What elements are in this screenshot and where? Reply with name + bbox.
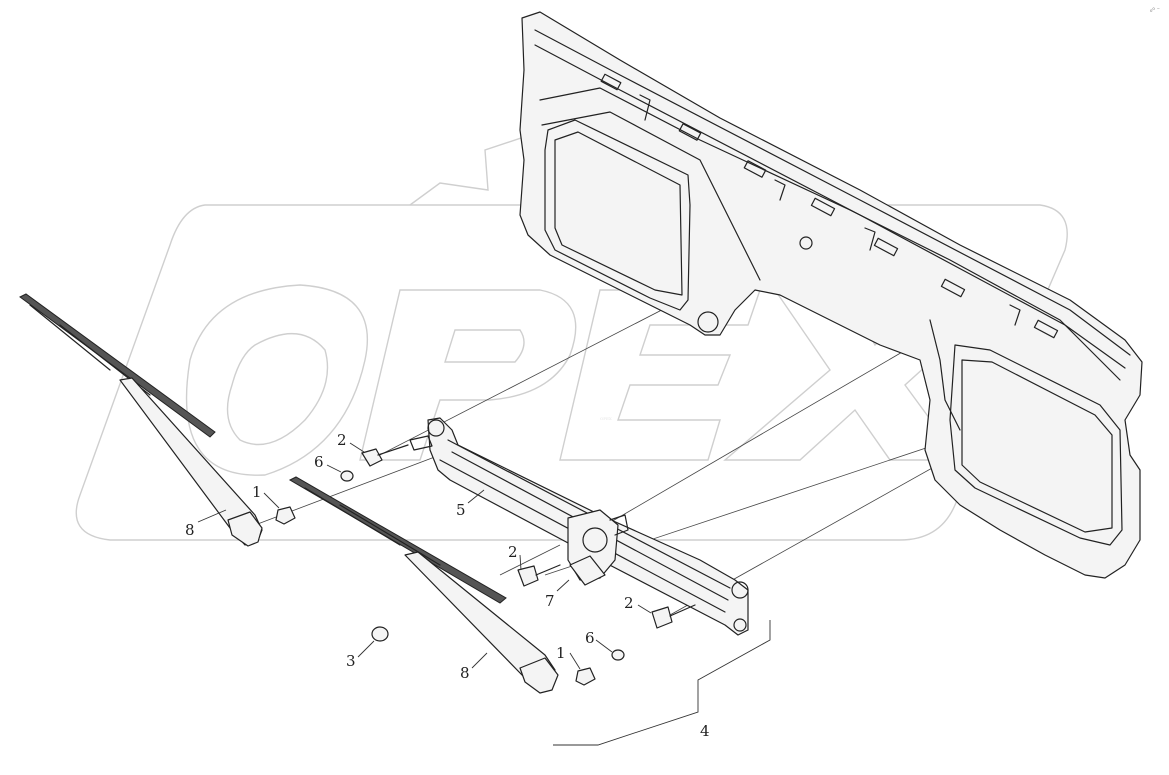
bolt-2-lower <box>651 604 696 629</box>
wiper-arm-left <box>119 377 263 547</box>
callout-2-upper: 2 <box>337 431 347 449</box>
cap-3 <box>371 626 389 642</box>
callout-8-upper: 8 <box>185 521 195 539</box>
callout-4: 4 <box>700 722 710 740</box>
callout-8-lower: 8 <box>460 664 470 682</box>
opex-watermark-logo: OPEX <box>75 134 1068 541</box>
callout-7: 7 <box>545 592 555 610</box>
bolt-2-upper <box>361 444 409 467</box>
callout-5: 5 <box>456 501 466 519</box>
corner-mark: ₀⁰ ⁻ <box>1150 7 1160 14</box>
washer-6-upper <box>340 470 354 482</box>
assembly-bracket-4 <box>553 620 771 746</box>
callout-1-lower: 1 <box>556 644 566 662</box>
wiper-blade-left <box>19 293 216 438</box>
nut-1-upper <box>275 506 296 525</box>
callout-1-upper: 1 <box>252 483 262 501</box>
nut-1-lower <box>575 667 596 686</box>
wiper-arm-right <box>404 551 559 694</box>
washer-6-lower <box>611 649 625 661</box>
callout-2-lower: 2 <box>624 594 634 612</box>
front-cowl-panel <box>519 11 1143 579</box>
callout-3: 3 <box>346 652 356 670</box>
watermark-text: OPEX <box>600 416 612 421</box>
callout-6-upper: 6 <box>314 453 324 471</box>
callout-2-middle: 2 <box>508 543 518 561</box>
callout-6-lower: 6 <box>585 629 595 647</box>
callout-leaders <box>197 442 652 670</box>
callout-labels: 1 1 2 2 2 3 4 5 6 6 7 8 8 <box>185 431 710 740</box>
wiper-motor <box>567 509 629 586</box>
bolt-2-middle <box>517 564 561 587</box>
